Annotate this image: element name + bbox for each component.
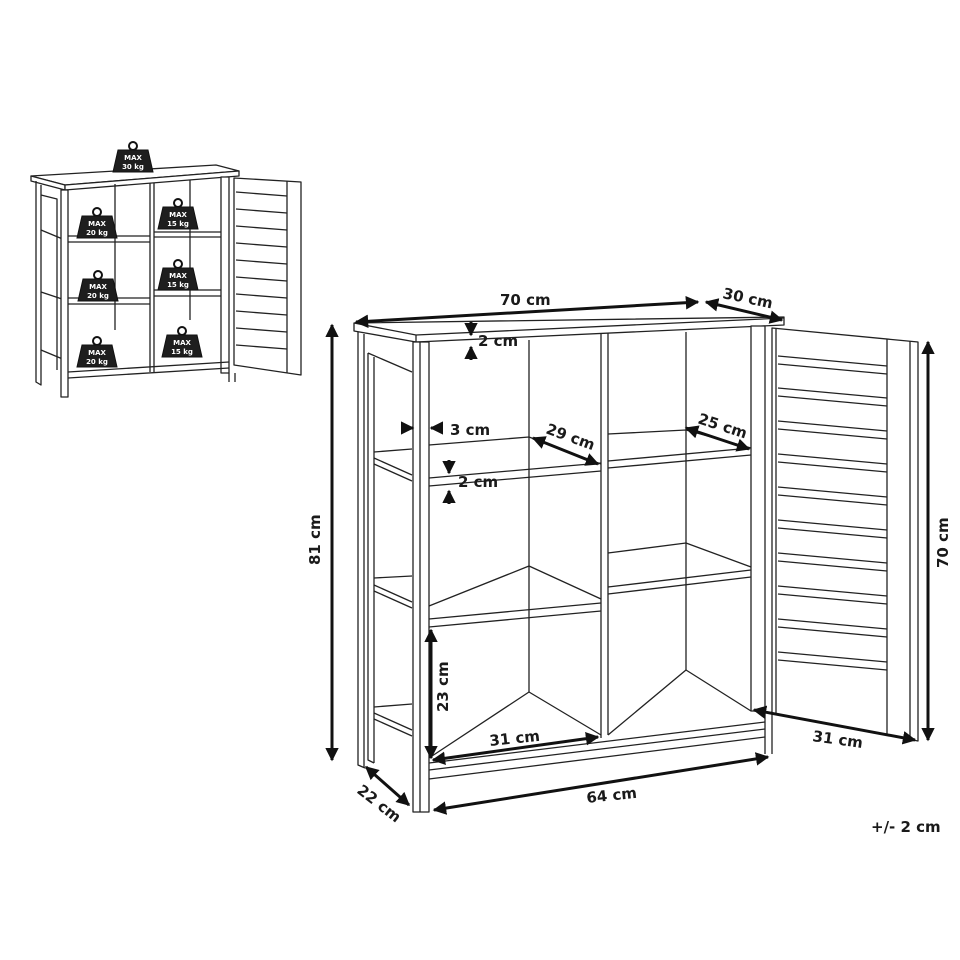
label-side-thickness: 3 cm <box>450 421 490 439</box>
svg-text:20 kg: 20 kg <box>87 292 109 300</box>
svg-text:MAX: MAX <box>169 272 187 280</box>
label-width-top: 70 cm <box>500 291 551 309</box>
weight-badge-top: MAX 30 kg <box>112 141 154 173</box>
label-compartment-width: 31 cm <box>489 727 541 750</box>
svg-text:MAX: MAX <box>169 211 187 219</box>
weight-badge-right-2: MAX 15 kg <box>157 259 199 291</box>
svg-text:15 kg: 15 kg <box>167 281 189 289</box>
label-top-thickness: 2 cm <box>478 332 518 350</box>
svg-text:MAX: MAX <box>88 349 106 357</box>
svg-text:MAX: MAX <box>88 220 106 228</box>
weight-badge-left-3: MAX 20 kg <box>76 336 118 368</box>
label-shelf-depth-left: 29 cm <box>544 420 598 454</box>
label-total-height: 81 cm <box>306 514 324 565</box>
label-door-height: 70 cm <box>934 517 952 568</box>
label-inner-width: 64 cm <box>586 784 638 807</box>
svg-text:MAX: MAX <box>89 283 107 291</box>
dimension-lines <box>325 295 935 815</box>
weight-badge-left-1: MAX 20 kg <box>76 207 118 239</box>
label-door-width: 31 cm <box>811 727 864 752</box>
svg-text:30 kg: 30 kg <box>122 163 144 171</box>
weight-badge-right-3: MAX 15 kg <box>161 326 203 358</box>
svg-text:20 kg: 20 kg <box>86 358 108 366</box>
thumbnail-cabinet <box>30 164 302 398</box>
weight-badge-left-2: MAX 20 kg <box>77 270 119 302</box>
weight-badge-right-1: MAX 15 kg <box>157 198 199 230</box>
thumbnail-door-louvers <box>235 191 288 350</box>
svg-text:20 kg: 20 kg <box>86 229 108 237</box>
svg-text:MAX: MAX <box>173 339 191 347</box>
svg-text:15 kg: 15 kg <box>171 348 193 356</box>
label-compartment-height: 23 cm <box>434 661 452 712</box>
label-shelf-depth-right: 25 cm <box>696 410 750 443</box>
svg-text:MAX: MAX <box>124 154 142 162</box>
door-louvers <box>777 355 888 671</box>
svg-text:15 kg: 15 kg <box>167 220 189 228</box>
label-leg-depth: 22 cm <box>354 781 405 826</box>
label-shelf-thickness: 2 cm <box>458 473 498 491</box>
label-tolerance: +/- 2 cm <box>871 818 941 836</box>
